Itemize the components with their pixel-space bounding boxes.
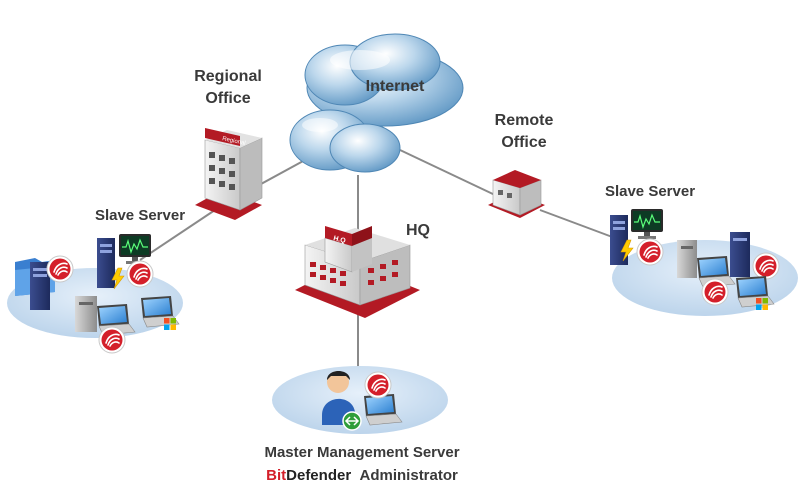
- sync-arrow-icon: [342, 411, 362, 431]
- brand-bit: Bit: [266, 467, 287, 484]
- hq-sign: H.Q: [333, 235, 347, 245]
- remote-office-label: Remote Office: [476, 110, 572, 154]
- line-remote-to-internet: [399, 149, 496, 196]
- administrator-text: Administrator: [359, 467, 458, 484]
- bitdefender-administrator-label: BitDefender Administrator: [222, 465, 502, 487]
- bitdefender-badge-icon: [126, 260, 154, 288]
- hq-label: HQ: [406, 222, 430, 239]
- hq-building-icon: H.Q: [295, 226, 420, 318]
- monitor-icon: [630, 208, 664, 240]
- slave-server-left-label: Slave Server: [94, 207, 186, 224]
- regional-office-building-icon: Regional: [195, 128, 263, 220]
- cloud-icon: [289, 33, 464, 173]
- slave-server-right-label: Slave Server: [604, 183, 696, 200]
- server-tower-icon: [97, 238, 115, 288]
- regional-office-label: Regional Office: [180, 66, 276, 110]
- server-tower-icon: [30, 262, 50, 310]
- regional-sign: Regional: [222, 136, 246, 147]
- regional-office-label-line2: Office: [205, 90, 251, 107]
- bitdefender-badge-icon: [364, 371, 392, 399]
- brand-defender: Defender: [286, 467, 352, 484]
- line-regional-to-slave-left: [139, 209, 216, 261]
- server-tower-icon: [75, 296, 97, 332]
- bitdefender-badge-icon: [752, 252, 780, 280]
- bitdefender-badge-icon: [46, 255, 74, 283]
- monitor-icon: [118, 233, 152, 265]
- slave-server-left-group: [7, 233, 183, 354]
- remote-office-label-line2: Office: [501, 134, 547, 151]
- remote-office-building-icon: [488, 170, 545, 218]
- regional-office-label-line1: Regional: [194, 68, 262, 85]
- slave-server-right-group: [610, 208, 798, 316]
- remote-office-label-line1: Remote: [494, 112, 554, 129]
- bitdefender-badge-icon: [636, 238, 664, 266]
- bitdefender-badge-icon: [701, 278, 729, 306]
- connection-lines: [139, 149, 616, 385]
- server-tower-icon: [730, 232, 750, 277]
- line-remote-to-slave-right: [539, 209, 616, 239]
- server-tower-icon: [677, 240, 697, 278]
- server-tower-icon: [610, 215, 628, 265]
- internet-label: Internet: [365, 78, 425, 95]
- bitdefender-badge-icon: [98, 326, 126, 354]
- master-server-label: Master Management Server: [264, 444, 460, 461]
- master-server-group: [272, 366, 448, 434]
